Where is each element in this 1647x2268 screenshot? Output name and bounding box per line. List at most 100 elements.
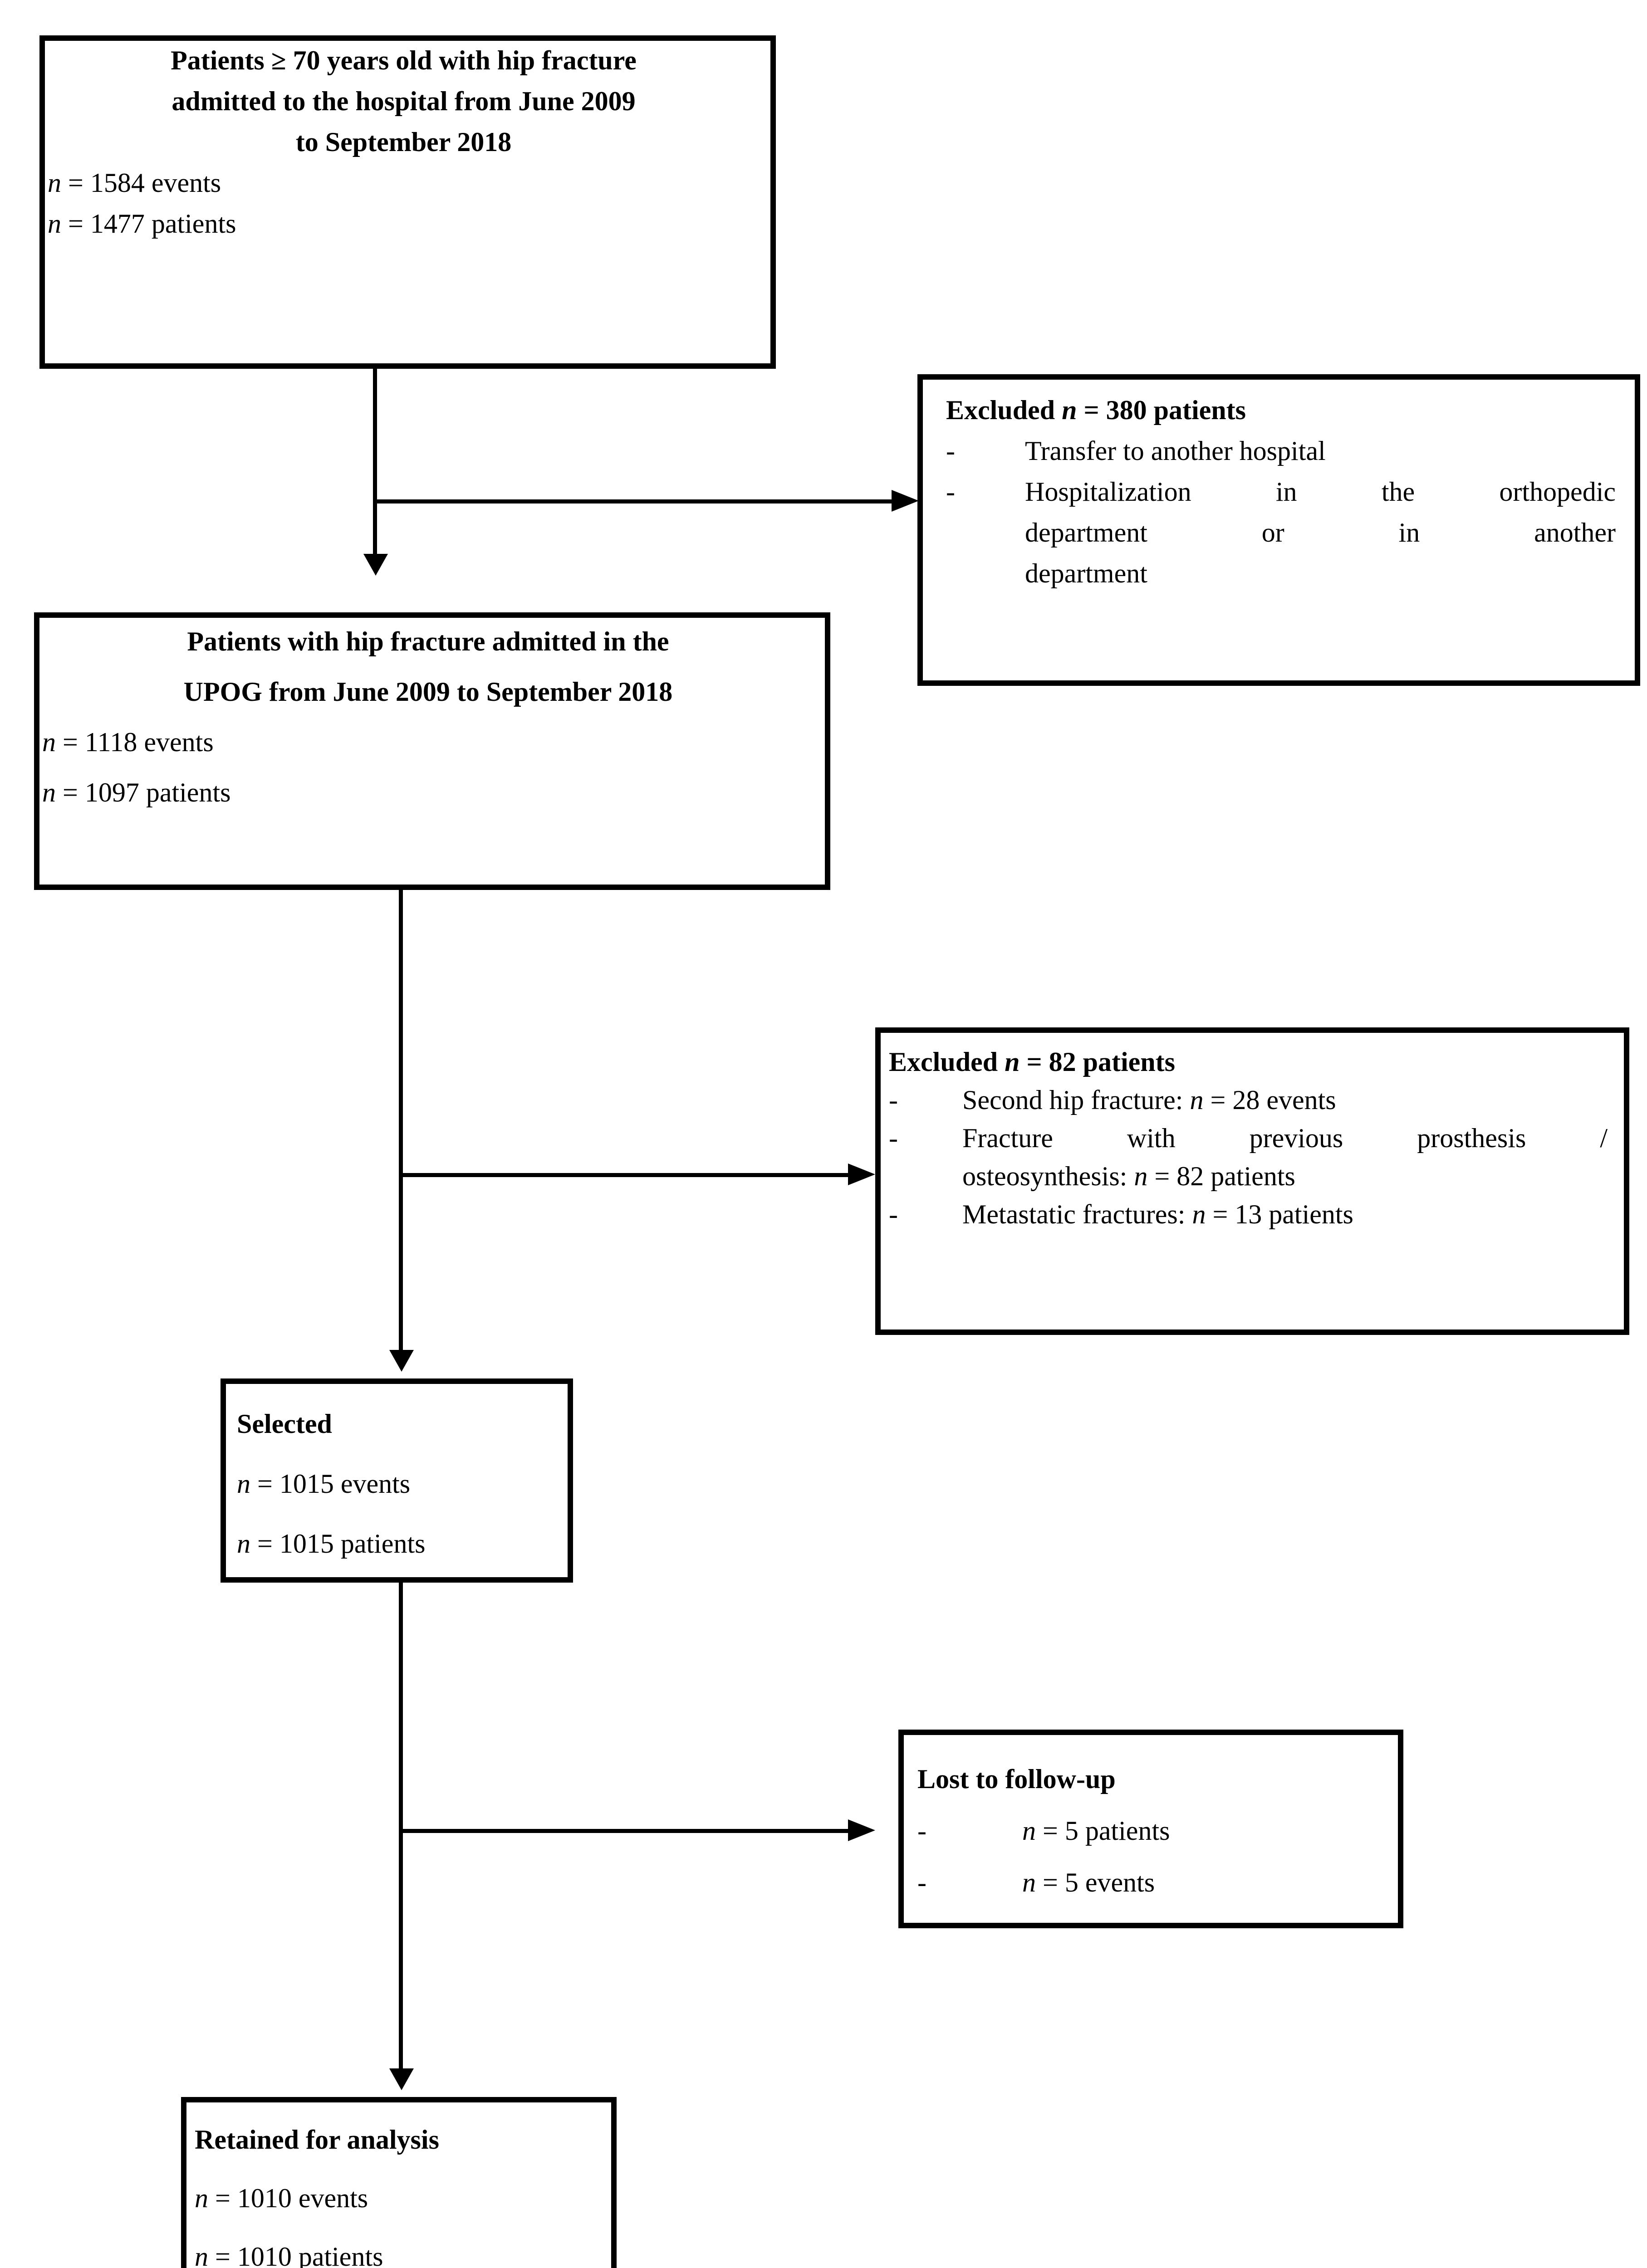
stat-var: n — [42, 728, 56, 758]
arrowhead-right-excluded1 — [892, 490, 919, 512]
item-text: = 5 patients — [1043, 1817, 1170, 1847]
title-text: to September 2018 — [295, 128, 512, 158]
item-line: n = 5 patients — [1022, 1806, 1387, 1857]
item-text-block: Transfer to another hospital — [1025, 431, 1616, 472]
item-text: Metastatic fractures: — [962, 1200, 1186, 1230]
box-title: Patients with hip fracture admitted in t… — [42, 618, 814, 719]
arrow-line-box2-to-selected — [399, 889, 403, 1350]
item-dash: - — [917, 1817, 927, 1847]
box-title: Lost to follow-up — [907, 1754, 1387, 1806]
box-retained: Retained for analysis n = 1010 events n … — [181, 2097, 617, 2268]
stat-var: n — [42, 778, 56, 808]
list-item: - n = 5 events — [907, 1857, 1387, 1909]
stat-text: = 1010 events — [215, 2184, 368, 2214]
item-text: Fracture with previous prosthesis / — [962, 1124, 1608, 1154]
item-dash: - — [946, 478, 956, 508]
item-line: Fracture with previous prosthesis / — [962, 1120, 1608, 1158]
title-text: UPOG from June 2009 to September 2018 — [183, 678, 673, 708]
box-stats: n = 1584 events n = 1477 patients — [48, 163, 760, 245]
box-title: Patients ≥ 70 years old with hip fractur… — [48, 41, 760, 163]
stat-line: n = 1477 patients — [48, 204, 760, 245]
arrow-line-box1-to-box2 — [373, 369, 377, 554]
item-var: n — [1022, 1868, 1036, 1898]
box-source-population: Patients ≥ 70 years old with hip fractur… — [39, 35, 776, 369]
arrowhead-down-box2 — [363, 554, 388, 576]
item-text-block: Fracture with previous prosthesis / oste… — [962, 1120, 1608, 1196]
item-text-block: Second hip fracture: n = 28 events — [962, 1082, 1608, 1120]
item-line: department or in another — [1025, 513, 1616, 554]
box-selected: Selected n = 1015 events n = 1015 patien… — [221, 1378, 573, 1583]
item-line: department — [1025, 554, 1616, 595]
box-title: Excluded n = 82 patients — [889, 1044, 1608, 1082]
box-lost-followup: Lost to follow-up - n = 5 patients - n =… — [898, 1730, 1403, 1928]
title-line: admitted to the hospital from June 2009 — [48, 82, 760, 122]
title-line: Patients with hip fracture admitted in t… — [42, 618, 814, 668]
box-title: Selected — [237, 1395, 557, 1455]
title-text: Excluded — [946, 396, 1055, 426]
item-var: n — [1022, 1817, 1036, 1847]
item-line: Metastatic fractures: n = 13 patients — [962, 1196, 1608, 1234]
arrow-line-branch-excluded1 — [374, 499, 892, 503]
arrow-line-branch-excluded2 — [402, 1173, 848, 1177]
item-text: = 13 patients — [1212, 1200, 1353, 1230]
item-text: Transfer to another hospital — [1025, 437, 1326, 467]
stat-line: n = 1097 patients — [42, 769, 814, 819]
item-dash: - — [889, 1200, 898, 1230]
arrowhead-right-lost — [848, 1819, 875, 1841]
item-text: = 5 events — [1043, 1868, 1155, 1898]
item-text-block: Hospitalization in the orthopedic depart… — [1025, 472, 1616, 595]
box-title: Retained for analysis — [195, 2112, 600, 2170]
list-item: - Hospitalization in the orthopedic depa… — [946, 472, 1616, 595]
list-item: - Second hip fracture: n = 28 events — [889, 1082, 1608, 1120]
title-text: Selected — [237, 1410, 332, 1440]
title-text: Retained for analysis — [195, 2126, 439, 2156]
item-text: department or in another — [1025, 518, 1616, 548]
item-text-block: Metastatic fractures: n = 13 patients — [962, 1196, 1608, 1234]
stat-var: n — [237, 1470, 250, 1500]
title-text: Excluded — [889, 1048, 998, 1078]
box-stats: n = 1118 events n = 1097 patients — [42, 719, 814, 819]
item-dash: - — [946, 437, 956, 467]
item-var: n — [1190, 1086, 1204, 1116]
list-item: - Fracture with previous prosthesis / os… — [889, 1120, 1608, 1196]
item-dash: - — [889, 1086, 898, 1116]
stat-var: n — [195, 2243, 208, 2268]
list-item: - Transfer to another hospital — [946, 431, 1616, 472]
stat-var: n — [48, 169, 61, 199]
box-excluded-second-fracture: Excluded n = 82 patients - Second hip fr… — [875, 1027, 1629, 1335]
box-excluded-transfer: Excluded n = 380 patients - Transfer to … — [917, 374, 1640, 686]
arrowhead-right-excluded2 — [848, 1163, 875, 1185]
title-text: = 380 patients — [1083, 396, 1246, 426]
title-line: to September 2018 — [48, 122, 760, 163]
stat-line: n = 1010 patients — [195, 2229, 600, 2268]
stat-line: n = 1010 events — [195, 2170, 600, 2229]
item-var: n — [1192, 1200, 1206, 1230]
stat-var: n — [237, 1530, 250, 1559]
title-var: n — [1062, 396, 1077, 426]
title-text: Lost to follow-up — [917, 1765, 1116, 1795]
arrowhead-down-retained — [389, 2068, 414, 2090]
title-text: = 82 patients — [1026, 1048, 1176, 1078]
stat-text: = 1010 patients — [215, 2243, 383, 2268]
box-title: Excluded n = 380 patients — [946, 391, 1616, 431]
item-text: Hospitalization in the orthopedic — [1025, 478, 1616, 508]
item-text: department — [1025, 559, 1147, 589]
title-line: UPOG from June 2009 to September 2018 — [42, 668, 814, 719]
title-text: Patients with hip fracture admitted in t… — [187, 627, 669, 657]
stat-text: = 1118 events — [63, 728, 214, 758]
stat-text: = 1097 patients — [63, 778, 231, 808]
box-upog-admitted: Patients with hip fracture admitted in t… — [34, 612, 830, 890]
item-text: = 28 events — [1210, 1086, 1336, 1116]
item-text-block: n = 5 patients — [1022, 1806, 1387, 1857]
item-line: Second hip fracture: n = 28 events — [962, 1082, 1608, 1120]
list-item: - Metastatic fractures: n = 13 patients — [889, 1196, 1608, 1234]
item-text: osteosynthesis: — [962, 1162, 1127, 1192]
stat-var: n — [48, 210, 61, 240]
title-text: Patients ≥ 70 years old with hip fractur… — [171, 46, 637, 76]
item-text: = 82 patients — [1154, 1162, 1295, 1192]
item-text-block: n = 5 events — [1022, 1857, 1387, 1909]
item-line: Transfer to another hospital — [1025, 431, 1616, 472]
list-item: - n = 5 patients — [907, 1806, 1387, 1857]
stat-line: n = 1015 patients — [237, 1515, 557, 1574]
stat-line: n = 1584 events — [48, 163, 760, 204]
